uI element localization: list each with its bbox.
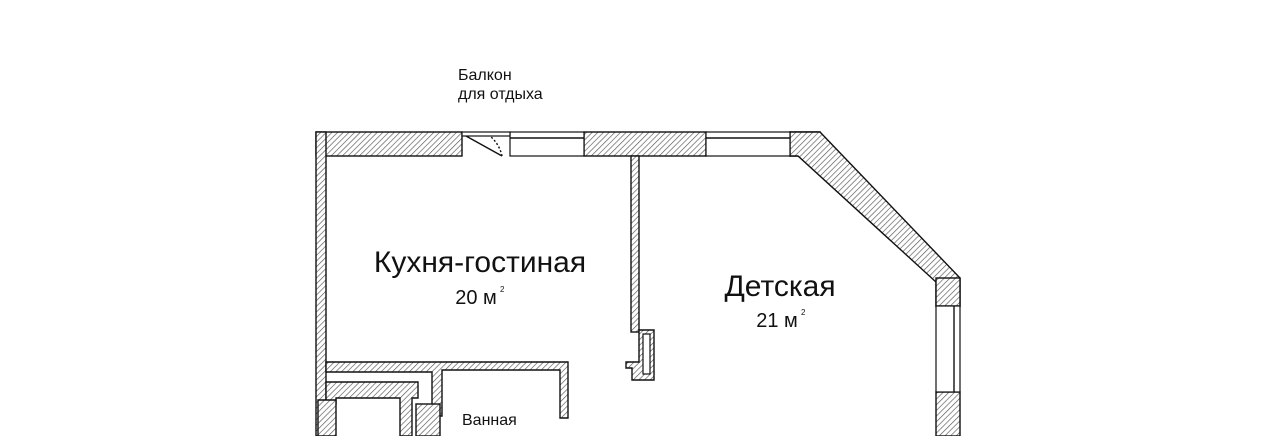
windows <box>509 131 961 393</box>
right-wall-upper <box>935 277 961 307</box>
balcony-label-line2: для отдыха <box>458 86 543 103</box>
balcony-label-line1: Балкон <box>458 67 512 84</box>
partition-wall <box>625 155 655 381</box>
window-bedroom-right <box>935 305 961 393</box>
room-name: Кухня-гостиная <box>374 246 586 279</box>
top-wall-middle <box>583 131 707 157</box>
top-wall-left <box>315 131 463 157</box>
room-bathroom: Ванная <box>462 412 517 429</box>
area-unit-superscript: 2 <box>801 308 806 317</box>
window-balcony <box>509 131 585 157</box>
area-unit-superscript: 2 <box>500 285 505 294</box>
right-wall-lower <box>935 391 961 436</box>
room-area: 21 м <box>756 310 798 332</box>
room-name: Детская <box>724 270 835 303</box>
exterior-walls <box>315 131 961 436</box>
balcony-door <box>461 131 511 157</box>
left-wall <box>315 131 327 436</box>
room-name: Ванная <box>462 412 517 429</box>
balcony-label: Балкон для отдыха <box>458 67 543 103</box>
bathroom-walls <box>317 361 569 436</box>
room-kitchen-living: Кухня-гостиная 20 м 2 <box>374 246 586 309</box>
room-area: 20 м <box>455 287 497 309</box>
window-bedroom-top <box>705 131 791 157</box>
room-children: Детская 21 м 2 <box>724 270 835 332</box>
